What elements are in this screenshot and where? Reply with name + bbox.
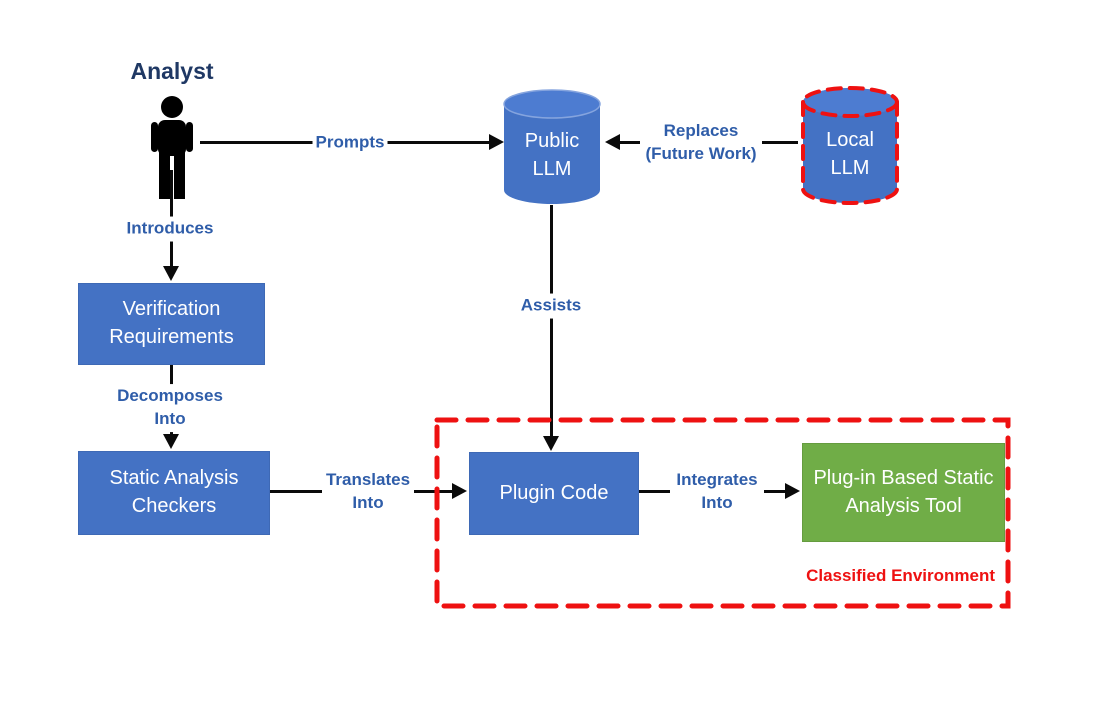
- classified-environment-label: Classified Environment: [806, 566, 995, 585]
- node-static-analysis-tool: Plug-in Based Static Analysis Tool: [802, 443, 1005, 542]
- node-static-analysis-checkers: Static Analysis Checkers: [78, 451, 270, 535]
- node-static-analysis-tool-label: Plug-in Based Static Analysis Tool: [813, 466, 994, 517]
- node-public-llm-label: Public LLM: [524, 130, 580, 180]
- arrowhead-introduces: [163, 266, 179, 281]
- edge-label-introduces: Introduces: [123, 216, 217, 242]
- node-local-llm: Local LLM: [800, 85, 900, 206]
- edge-label-integrates: Integrates Into: [670, 468, 764, 516]
- arrowhead-integrates: [785, 483, 800, 499]
- edge-line-assists: [550, 205, 553, 437]
- arrowhead-decomposes: [163, 434, 179, 449]
- node-static-analysis-checkers-label: Static Analysis Checkers: [109, 467, 239, 517]
- cylinder-shape-dashed: [801, 86, 899, 205]
- analyst-label: Analyst: [130, 58, 214, 84]
- arrowhead-assists: [543, 436, 559, 451]
- node-public-llm: Public LLM: [502, 88, 602, 206]
- node-plugin-code: Plugin Code: [469, 452, 639, 535]
- arrowhead-translates: [452, 483, 467, 499]
- node-plugin-code-label: Plugin Code: [499, 481, 609, 504]
- edge-label-translates: Translates Into: [322, 468, 414, 516]
- edge-label-assists: Assists: [517, 293, 585, 319]
- analyst-person-icon: [151, 96, 193, 199]
- edge-label-decomposes: Decomposes Into: [114, 384, 226, 432]
- node-local-llm-label: Local LLM: [826, 128, 874, 179]
- arrowhead-replaces: [605, 134, 620, 150]
- node-verification-requirements: Verification Requirements: [78, 283, 265, 365]
- arrowhead-prompts: [489, 134, 504, 150]
- edge-label-prompts: Prompts: [312, 130, 388, 156]
- node-verification-requirements-label: Verification Requirements: [109, 298, 234, 348]
- cylinder-shape: [503, 89, 601, 204]
- edge-label-replaces: Replaces (Future Work): [640, 119, 762, 167]
